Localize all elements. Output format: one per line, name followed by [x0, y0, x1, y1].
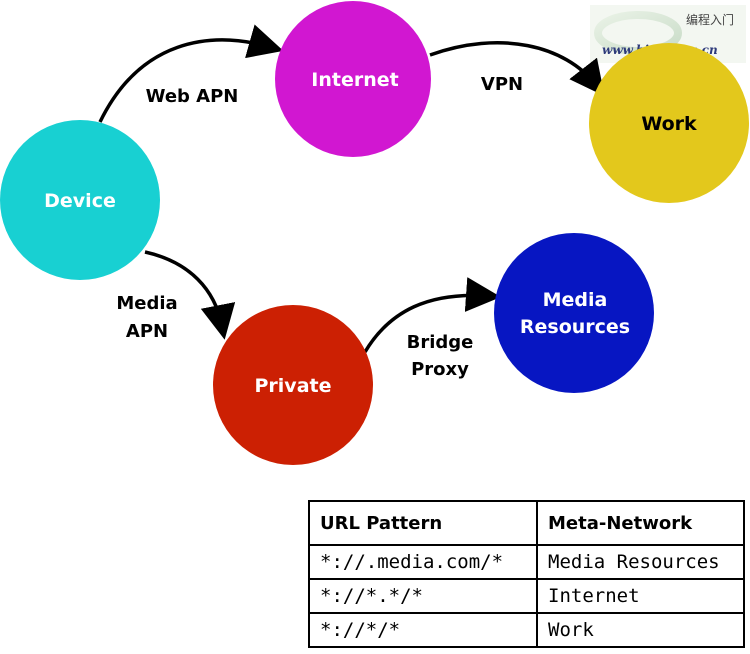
edge-bridge-proxy-label-line2: Proxy — [411, 359, 469, 380]
edge-web-apn-label: Web APN — [146, 86, 239, 107]
watermark-chinese-text: 编程入门 — [685, 13, 734, 27]
table-header-url-pattern: URL Pattern — [308, 500, 538, 546]
edge-bridge-proxy-arrow — [363, 277, 501, 353]
table-cell-url-pattern: *://*.*/* — [308, 578, 538, 614]
table-cell-url-pattern: *://*/* — [308, 612, 538, 648]
node-device-circle — [0, 120, 160, 280]
node-media-resources: Media Resources — [494, 233, 654, 393]
edge-media-apn-label-line1: Media — [116, 293, 177, 314]
table-cell-meta-network: Media Resources — [536, 544, 745, 580]
table-header-meta-network: Meta-Network — [536, 500, 745, 546]
table-row: *://.media.com/* Media Resources — [308, 544, 745, 580]
edge-vpn-arrow — [429, 41, 605, 97]
node-device: Device — [0, 120, 160, 280]
node-work: Work — [589, 43, 749, 203]
table-cell-meta-network: Work — [536, 612, 745, 648]
edge-vpn-label: VPN — [481, 74, 523, 95]
node-private: Private — [213, 305, 373, 465]
node-device-label: Device — [44, 190, 116, 212]
edge-bridge-proxy-label-line1: Bridge — [407, 332, 474, 353]
node-internet-circle — [275, 1, 431, 157]
table-header-row: URL Pattern Meta-Network — [308, 500, 745, 546]
node-media-label-line2: Resources — [520, 316, 630, 338]
table-row: *://*/* Work — [308, 612, 745, 648]
node-media-label-line1: Media — [543, 289, 608, 311]
table-cell-meta-network: Internet — [536, 578, 745, 614]
table-cell-url-pattern: *://.media.com/* — [308, 544, 538, 580]
node-internet: Internet — [275, 1, 431, 157]
node-media-resources-circle — [494, 233, 654, 393]
url-mapping-table: URL Pattern Meta-Network *://.media.com/… — [308, 500, 745, 648]
node-private-label: Private — [255, 375, 332, 397]
edge-web-apn-arrow — [98, 24, 284, 123]
node-work-label: Work — [641, 113, 697, 135]
table-row: *://*.*/* Internet — [308, 578, 745, 614]
edge-media-apn-arrow — [144, 250, 236, 340]
node-work-circle — [589, 43, 749, 203]
edge-media-apn-label-line2: APN — [126, 321, 168, 342]
node-internet-label: Internet — [311, 69, 398, 91]
node-private-circle — [213, 305, 373, 465]
